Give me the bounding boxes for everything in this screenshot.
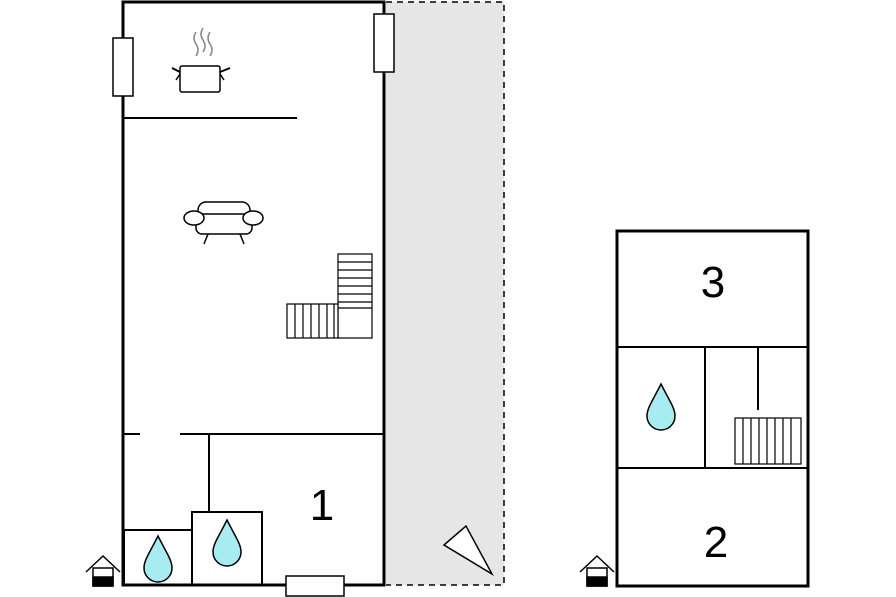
cooking-pot-icon bbox=[171, 27, 231, 93]
window-left bbox=[112, 37, 134, 97]
compass-north-icon bbox=[442, 524, 494, 577]
water-drop-icon bbox=[646, 382, 676, 431]
house-entrance-icon bbox=[579, 554, 615, 587]
water-drop-icon bbox=[212, 518, 242, 567]
left-building bbox=[112, 0, 395, 597]
window-top-right bbox=[373, 13, 395, 73]
sofa-icon bbox=[183, 201, 264, 245]
bathroom-b bbox=[191, 511, 263, 586]
staircase-icon bbox=[286, 253, 373, 339]
room-label-2: 2 bbox=[704, 518, 728, 567]
window-bottom bbox=[285, 575, 345, 597]
staircase-icon bbox=[734, 417, 802, 465]
house-entrance-icon bbox=[85, 554, 121, 587]
room-label-3: 3 bbox=[701, 258, 725, 307]
right-building bbox=[615, 229, 810, 588]
room-label-1: 1 bbox=[310, 481, 334, 530]
terrace-area bbox=[386, 1, 505, 586]
water-drop-icon bbox=[143, 534, 173, 583]
